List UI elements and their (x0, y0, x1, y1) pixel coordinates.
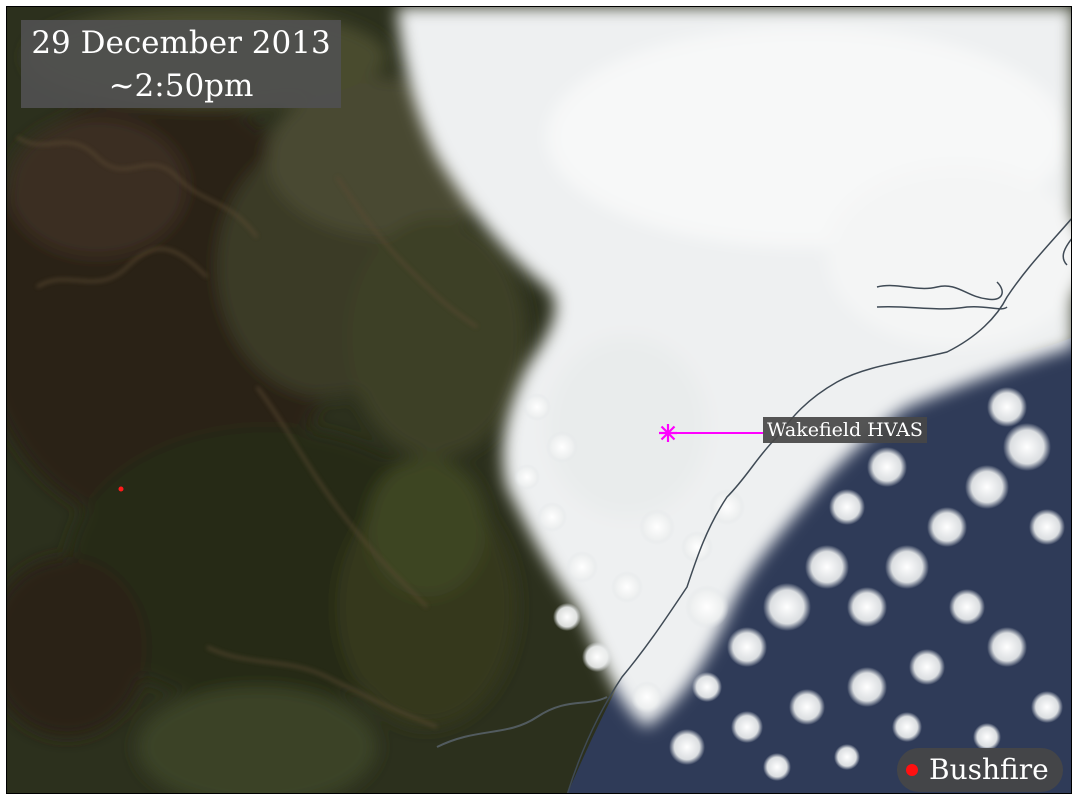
estuary (436, 696, 608, 748)
bushfire-legend-marker (906, 764, 918, 776)
date-label: 29 December 2013 (31, 25, 331, 61)
satellite-image (7, 7, 1071, 793)
timestamp-box: 29 December 2013 ~2:50pm (21, 20, 341, 108)
time-label: ~2:50pm (108, 68, 254, 104)
satellite-map: 29 December 2013 ~2:50pm Wakefield HVAS … (6, 6, 1072, 794)
terrain-texture (7, 7, 527, 793)
legend-label: Bushfire (929, 753, 1049, 786)
legend: Bushfire (897, 748, 1063, 792)
site-star-marker (659, 424, 677, 442)
bushfire-hotspot (118, 486, 124, 492)
site-label: Wakefield HVAS (763, 417, 927, 443)
river-valleys (16, 135, 478, 729)
cloud-cover (397, 7, 1071, 727)
cloud-cells (514, 387, 1065, 781)
